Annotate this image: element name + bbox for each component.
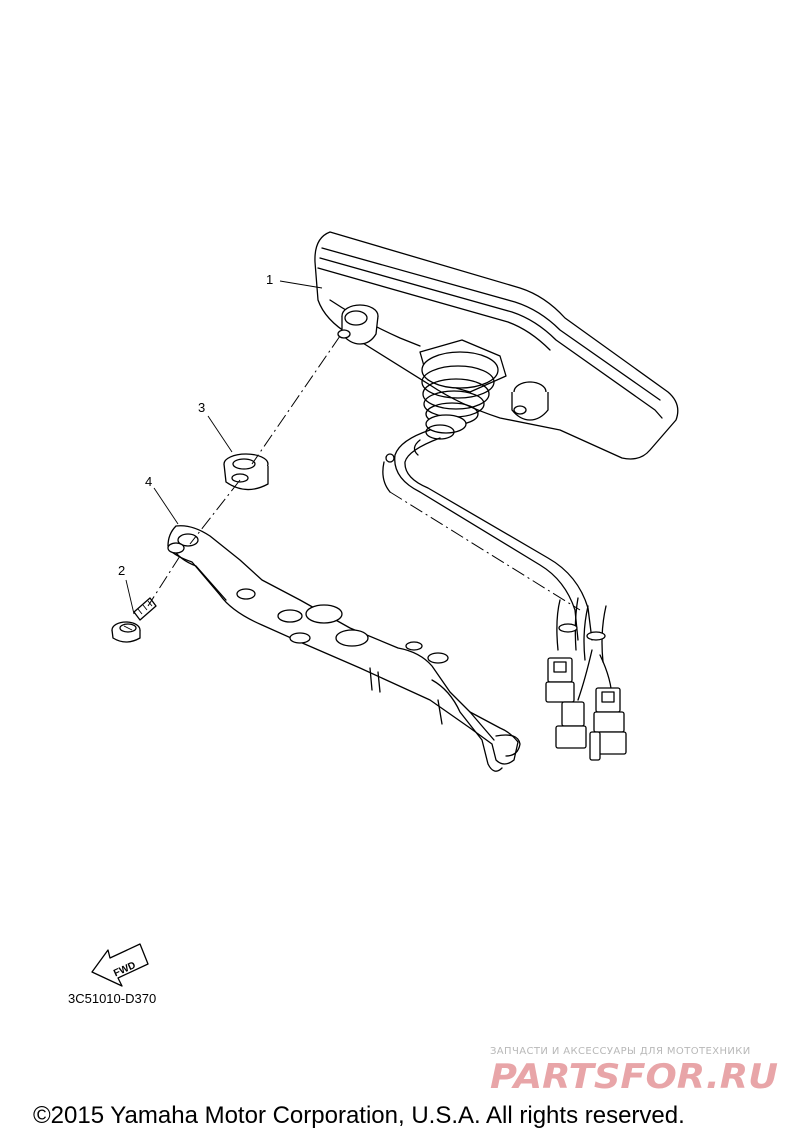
mounting-bracket <box>167 525 521 772</box>
watermark-logo-text: PARTSFOR.RU <box>490 1057 778 1096</box>
watermark-logo: PARTSFOR.RU <box>490 1057 778 1096</box>
fwd-arrow-icon: FWD <box>91 943 149 987</box>
meter-assembly <box>314 231 679 460</box>
callout-leaders <box>125 280 323 615</box>
wiring-harness <box>382 429 627 761</box>
alignment-lines <box>147 335 581 611</box>
watermark-tagline: ЗАПЧАСТИ И АКСЕССУАРЫ ДЛЯ МОТОТЕХНИКИ <box>490 1046 751 1057</box>
screw <box>111 597 157 643</box>
callout-4: 4 <box>145 474 153 489</box>
callout-2: 2 <box>118 563 126 578</box>
callout-3: 3 <box>198 400 206 415</box>
callout-1: 1 <box>266 272 274 287</box>
diagram-code: 3C51010-D370 <box>68 991 157 1006</box>
grommet <box>223 453 269 491</box>
copyright-notice: ©2015 Yamaha Motor Corporation, U.S.A. A… <box>33 1102 685 1129</box>
